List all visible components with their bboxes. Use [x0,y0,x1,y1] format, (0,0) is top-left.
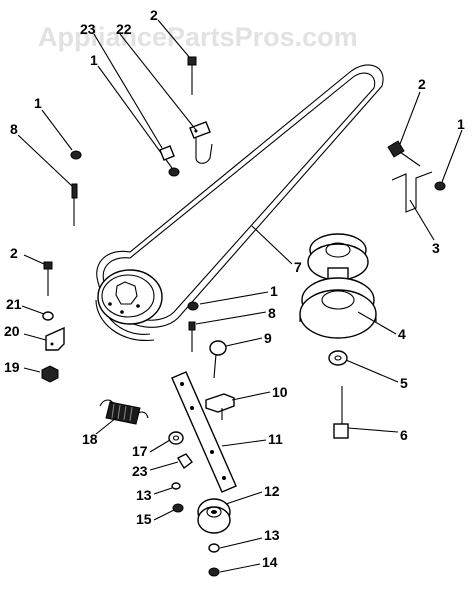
clip-part-23-lower [177,453,193,470]
nut-part-1-top [168,167,180,177]
bolt-part-2-right [387,140,421,167]
bolt-part-8-upper [71,183,78,226]
callout-6: 6 [400,427,408,443]
callout-13-left: 13 [136,487,152,503]
engine-pulley [97,269,163,325]
callout-13-right: 13 [264,527,280,543]
callout-3: 3 [432,240,440,256]
callout-7: 7 [294,259,302,275]
pulley-part-4 [299,233,377,339]
bracket-part-20 [45,326,65,351]
callout-17: 17 [132,443,148,459]
callout-14: 14 [262,554,278,570]
callout-2-right: 2 [418,76,426,92]
spring-part-18 [99,399,149,425]
spacer-part-17 [168,431,184,445]
idler-pulley-part-12 [197,498,231,534]
bracket-part-22 [189,121,213,164]
clip-part-23-top [159,145,175,161]
watermark: AppliancePartsPros.com [38,22,358,52]
nut-part-1-right [434,181,446,191]
bracket-part-10 [205,393,235,420]
callout-12: 12 [264,483,280,499]
nut-part-14 [208,567,220,577]
washer-part-13-left [171,482,181,490]
callout-20: 20 [4,323,20,339]
callout-19: 19 [4,359,20,375]
bolt-part-8-middle [188,321,196,352]
nut-part-1-upper-left [70,150,82,160]
bolt-part-9 [209,340,227,379]
callout-18: 18 [82,431,98,447]
callout-1-upper-left: 1 [34,95,42,111]
callout-9: 9 [264,330,272,346]
callout-15: 15 [136,511,152,527]
washer-part-5 [328,350,348,366]
callout-2-top: 2 [150,7,158,23]
callout-1-right: 1 [457,116,465,132]
callout-1-top: 1 [90,52,98,68]
nut-part-1-middle [187,301,199,311]
callout-22: 22 [116,21,132,37]
callout-10: 10 [272,384,288,400]
washer-part-21 [42,311,54,321]
nut-part-19 [41,365,59,383]
bolt-part-2-left [43,261,53,296]
bolt-part-6 [333,386,349,439]
callout-23-top: 23 [80,21,96,37]
callout-23-lower: 23 [132,463,148,479]
idler-arm-part-11 [171,371,237,493]
callout-4: 4 [398,326,406,342]
callout-8-upper: 8 [10,121,18,137]
callout-21: 21 [6,296,22,312]
callout-2-left: 2 [10,245,18,261]
callout-5: 5 [400,375,408,391]
callout-11: 11 [268,431,283,447]
bolt-part-2-top [187,56,197,95]
callout-8-middle: 8 [268,305,276,321]
callout-1-middle: 1 [270,283,278,299]
washer-part-13-right [208,543,220,553]
bracket-part-3 [391,171,433,213]
nut-part-15 [172,503,184,513]
